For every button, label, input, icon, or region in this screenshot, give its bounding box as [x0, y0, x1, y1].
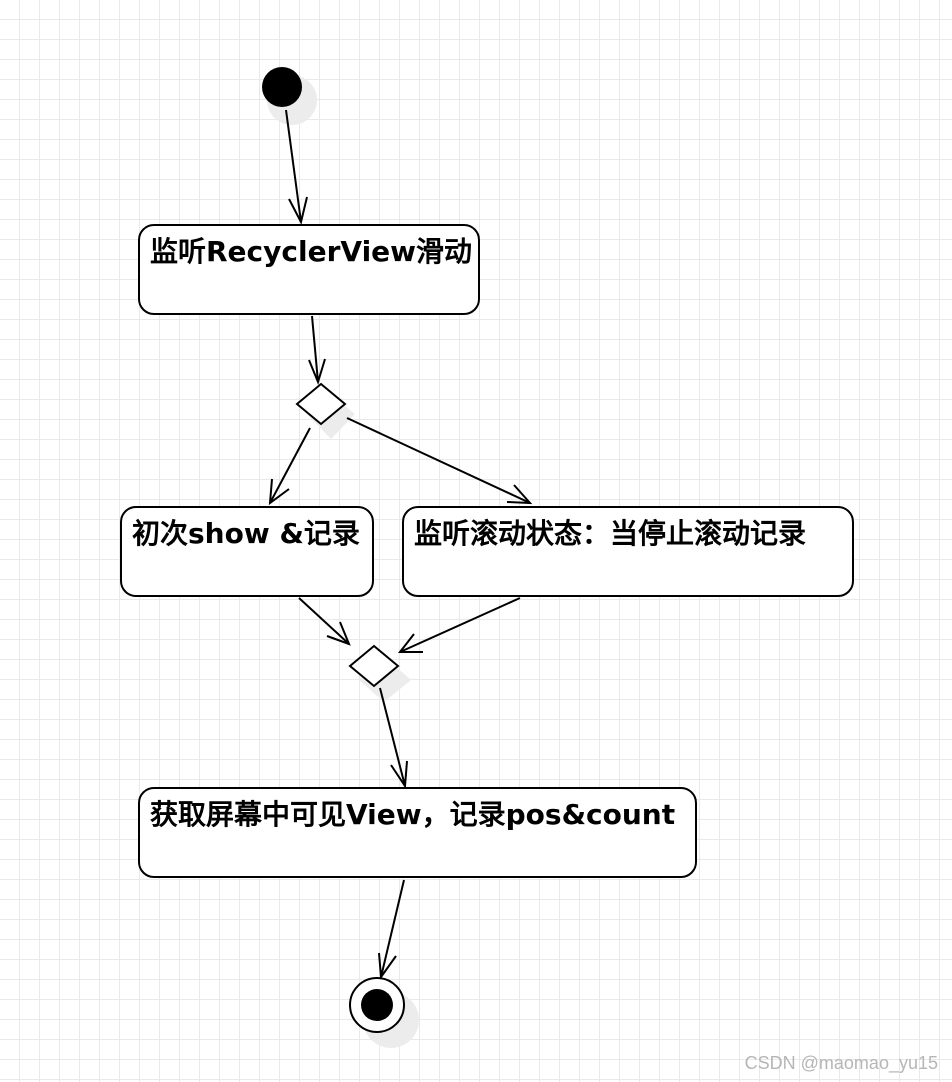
merge-diamond-shadow [359, 656, 411, 702]
action-listen-recyclerview-scroll: 监听RecyclerView滑动 [138, 224, 480, 315]
action-get-visible-views: 获取屏幕中可见View，记录pos&count [138, 787, 697, 878]
arrow-scroll-state-to-merge [397, 597, 521, 653]
action-label: 获取屏幕中可见View，记录pos&count [150, 798, 676, 831]
arrow-merge-to-get-visible [379, 687, 408, 789]
arrow-listen-to-decision [308, 315, 326, 385]
action-label: 初次show &记录 [132, 517, 360, 550]
action-label: 监听滚动状态：当停止滚动记录 [414, 517, 807, 550]
action-first-show-record: 初次show &记录 [120, 506, 374, 597]
arrow-decision-to-first-show [268, 427, 311, 506]
arrow-start-to-listen [285, 109, 308, 225]
end-node-dot [361, 989, 393, 1021]
watermark: CSDN @maomao_yu15 [744, 1053, 938, 1073]
arrow-first-show-to-merge [298, 597, 351, 646]
start-node [262, 67, 302, 107]
arrow-decision-to-scroll-state [346, 417, 533, 505]
action-label: 监听RecyclerView滑动 [150, 235, 473, 268]
arrow-get-visible-to-end [378, 879, 405, 980]
decision-diamond [295, 382, 347, 426]
action-listen-scroll-state: 监听滚动状态：当停止滚动记录 [402, 506, 854, 597]
merge-diamond [348, 644, 400, 688]
